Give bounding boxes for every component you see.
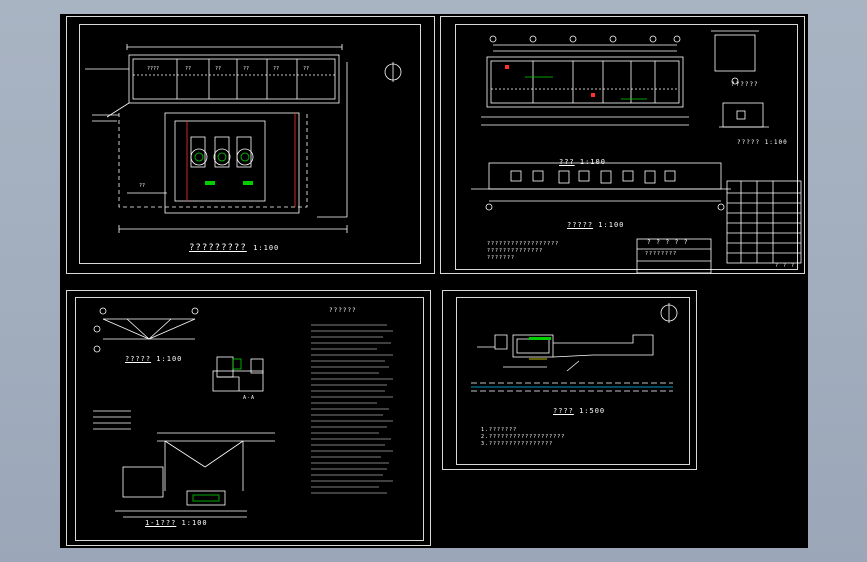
- building-plan-title-text: ???: [559, 158, 575, 166]
- label-aa-text: A-A: [243, 395, 256, 401]
- section-title: 1-1??? 1:100: [145, 519, 208, 527]
- building-notes: ?????????????????? ?????????????? ??????…: [487, 241, 559, 262]
- sheet-border: [79, 24, 421, 264]
- elevation-title: ????? 1:100: [567, 221, 624, 229]
- note-line: 1.???????: [481, 427, 518, 433]
- table-footer: ? ? ?: [775, 263, 795, 269]
- small-elevation-title: ??????: [731, 81, 759, 88]
- svg-text:??: ??: [215, 66, 221, 72]
- small-plan-title-text: ?????: [737, 139, 761, 146]
- site-plan-scale: 1:100: [253, 244, 280, 252]
- legend-row: ????????: [645, 251, 677, 257]
- notes-title: ??????: [329, 307, 357, 314]
- svg-text:??: ??: [185, 66, 191, 72]
- sheet-details[interactable]: ????? 1:100 A-A 1-1??? 1:100 ??????: [66, 290, 431, 546]
- note-line: 2.???????????????????: [481, 434, 566, 440]
- location-drawing: [471, 303, 678, 392]
- details-plan-scale: 1:100: [156, 355, 183, 363]
- note-line: ??????????????: [487, 248, 544, 254]
- building-plan-title: ??? 1:100: [559, 158, 606, 166]
- details-plan-title-text: ?????: [125, 355, 152, 363]
- site-plan-title: ????????? 1:100: [189, 243, 279, 253]
- sheet-border: [455, 24, 798, 270]
- svg-text:??: ??: [139, 183, 145, 189]
- elevation-scale: 1:100: [598, 221, 625, 229]
- notes-title-text: ??????: [329, 307, 357, 314]
- site-plan-drawing: ?????? ???? ???? ??: [85, 44, 402, 233]
- svg-text:??: ??: [273, 66, 279, 72]
- location-title: ???? 1:500: [553, 407, 605, 415]
- building-plan-scale: 1:100: [579, 158, 606, 166]
- elevation-title-text: ?????: [567, 221, 594, 229]
- small-elevation-title-text: ??????: [731, 81, 759, 88]
- sheet-building-plan[interactable]: ??? 1:100 ????? 1:100 ?????? ????? 1:100…: [440, 16, 805, 274]
- svg-text:??: ??: [303, 66, 309, 72]
- sheet-location[interactable]: ???? 1:500 1.??????? 2.?????????????????…: [442, 290, 697, 470]
- sheet-site-plan[interactable]: ?????? ???? ???? ?? ????????? 1:100: [66, 16, 435, 274]
- note-line: 3.????????????????: [481, 441, 554, 447]
- details-plan-title: ????? 1:100: [125, 355, 182, 363]
- cad-model-space[interactable]: ?????? ???? ???? ?? ????????? 1:100: [60, 14, 808, 548]
- small-plan-title: ????? 1:100: [737, 139, 788, 146]
- legend-title-text: ? ? ? ? ?: [647, 239, 689, 246]
- location-title-text: ????: [553, 407, 574, 415]
- location-notes: 1.??????? 2.??????????????????? 3.??????…: [481, 427, 565, 448]
- section-scale: 1:100: [181, 519, 208, 527]
- label-aa: A-A: [243, 395, 255, 401]
- section-title-text: 1-1???: [145, 519, 177, 527]
- location-scale: 1:500: [579, 407, 606, 415]
- table-footer-text: ? ? ?: [775, 263, 796, 269]
- sheet-border: [456, 297, 690, 465]
- legend-title: ? ? ? ? ?: [647, 239, 689, 246]
- legend-row-text: ????????: [645, 251, 678, 257]
- sheet-border: [75, 297, 424, 541]
- details-drawing: [93, 307, 393, 518]
- note-line: ??????????????????: [487, 241, 560, 247]
- svg-text:??: ??: [243, 66, 249, 72]
- note-line: ???????: [487, 255, 516, 261]
- building-plan-drawing: [471, 30, 802, 273]
- svg-text:????: ????: [147, 66, 159, 72]
- small-plan-scale: 1:100: [764, 139, 788, 146]
- site-plan-title-text: ?????????: [189, 243, 247, 253]
